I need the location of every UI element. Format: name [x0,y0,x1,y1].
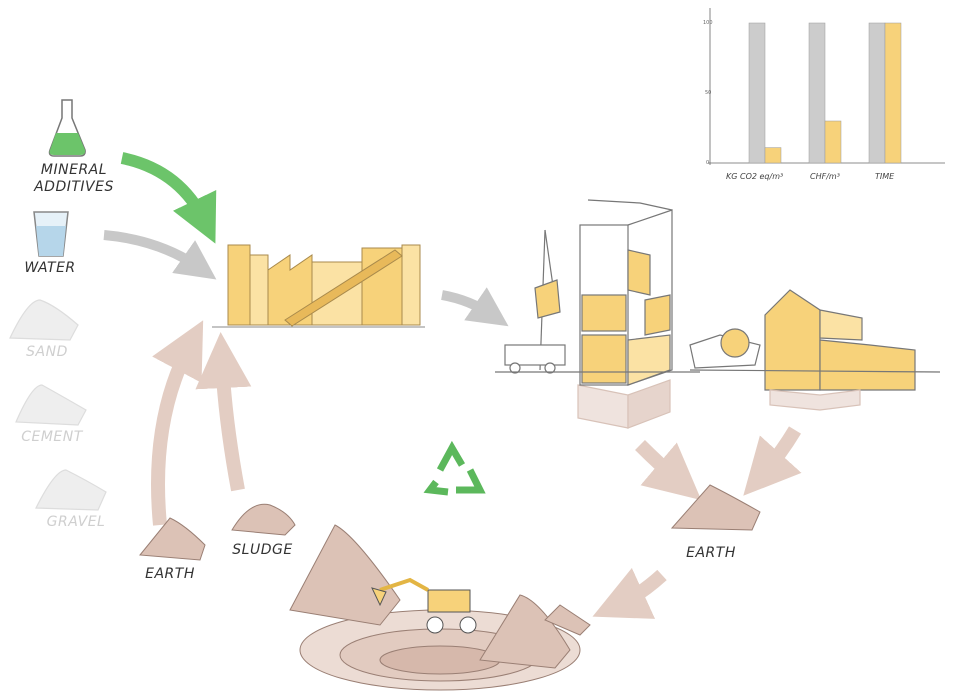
y-tick-0: 0 [706,160,710,166]
gravel-pile-icon [35,469,107,511]
bar-conventional-2 [868,22,886,164]
x-label-chf: CHF/m³ [810,172,840,181]
earth-label-right: EARTH [686,545,736,561]
bar-earth-based-0 [764,147,782,164]
earth-label-left: EARTH [145,566,195,582]
bar-earth-based-2 [884,22,902,164]
bar-conventional-1 [808,22,826,164]
cement-label: CEMENT [21,429,83,445]
cement-pile-icon [15,384,87,426]
gravel-label: GRAVEL [46,514,106,530]
arrow-plant-to-construction [441,287,509,327]
arrow-foundation-to-earth [635,440,702,501]
arrow-earth-to-plant [151,320,204,526]
water-label: WATER [24,260,76,276]
bar-conventional-0 [748,22,766,164]
x-label-co2: KG CO2 eq/m³ [726,172,784,181]
label-line: ADDITIVES [34,179,114,195]
y-tick-50: 50 [705,90,712,96]
flask-icon [48,99,86,157]
label-line: MINERAL [40,162,108,178]
concrete-plant-illustration [212,244,425,328]
y-tick-100: 100 [703,20,713,26]
comparison-bar-chart [708,8,945,165]
x-label-time: TIME [875,172,895,181]
bar-earth-based-1 [824,120,842,164]
arrow-additives-to-plant [120,152,217,244]
sand-label: SAND [26,344,68,360]
sludge-pile [231,503,296,536]
earth-pile-left [139,517,206,561]
construction-site-illustration [495,199,700,429]
excavator-illustration [371,577,477,634]
arrow-sludge-to-plant [195,332,252,492]
recycle-icon [423,440,486,496]
quarry-illustration [289,524,591,691]
arrow-house-to-earth [743,426,802,496]
earth-pile-right [670,484,761,531]
water-glass-icon [33,211,69,257]
sand-pile-icon [9,299,79,341]
arrow-water-to-plant [103,230,217,280]
arrow-earth-to-quarry [592,567,667,619]
mineral-additives-label: MINERAL ADDITIVES [34,162,114,196]
house-illustration [689,289,941,411]
sludge-label: SLUDGE [232,542,293,558]
